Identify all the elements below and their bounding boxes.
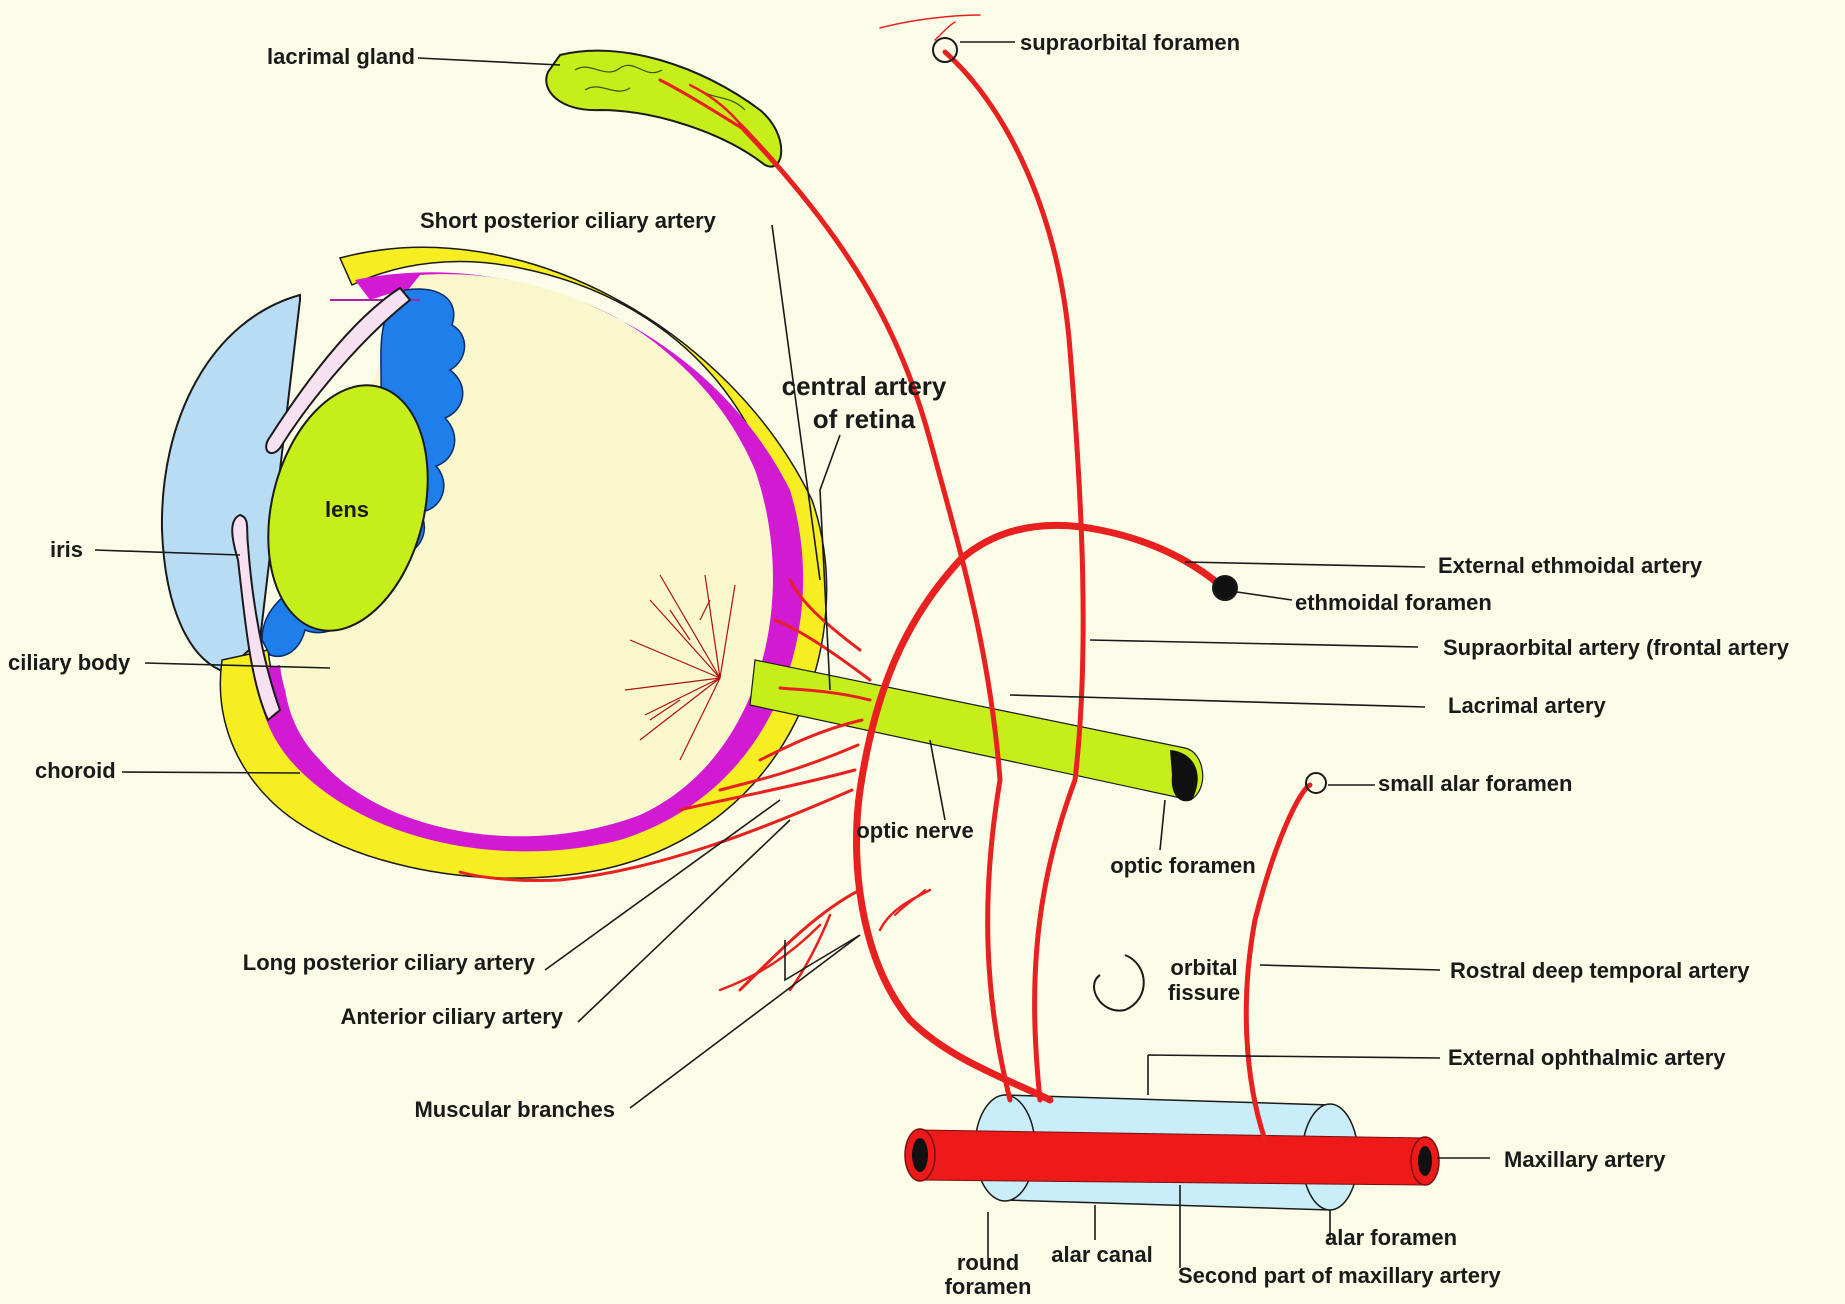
label-orbital-fissure-line1: orbital	[1170, 955, 1237, 980]
label-long-posterior-ciliary-artery: Long posterior ciliary artery	[243, 950, 536, 975]
label-ciliary-body: ciliary body	[8, 650, 131, 675]
label-lens: lens	[325, 497, 369, 522]
label-maxillary-artery: Maxillary artery	[1504, 1147, 1666, 1172]
label-muscular-branches: Muscular branches	[414, 1097, 615, 1122]
label-external-ophthalmic-artery: External ophthalmic artery	[1448, 1045, 1726, 1070]
eyeball	[162, 247, 827, 878]
maxillary-artery	[905, 1129, 1439, 1185]
label-anterior-ciliary-artery: Anterior ciliary artery	[340, 1004, 563, 1029]
label-central-artery-line1: central artery	[782, 371, 947, 401]
label-choroid: choroid	[35, 758, 116, 783]
orbital-fissure-shape	[1094, 955, 1144, 1011]
label-lacrimal-artery: Lacrimal artery	[1448, 693, 1607, 718]
label-central-artery-line2: of retina	[813, 404, 916, 434]
label-supraorbital-artery: Supraorbital artery (frontal artery	[1443, 635, 1790, 660]
label-external-ethmoidal-artery: External ethmoidal artery	[1438, 553, 1703, 578]
label-ethmoidal-foramen: ethmoidal foramen	[1295, 590, 1492, 615]
label-round-foramen-line1: round	[957, 1250, 1019, 1275]
label-optic-foramen: optic foramen	[1110, 853, 1255, 878]
label-alar-canal: alar canal	[1051, 1242, 1153, 1267]
label-orbital-fissure-line2: fissure	[1168, 980, 1240, 1005]
label-small-alar-foramen: small alar foramen	[1378, 771, 1572, 796]
label-iris: iris	[50, 537, 83, 562]
label-supraorbital-foramen: supraorbital foramen	[1020, 30, 1240, 55]
label-rostral-deep-temporal-artery: Rostral deep temporal artery	[1450, 958, 1750, 983]
ethmoidal-foramen-circle	[1213, 576, 1237, 600]
label-second-part-maxillary-artery: Second part of maxillary artery	[1178, 1263, 1502, 1288]
lacrimal-gland	[546, 51, 781, 167]
labels: lacrimal gland supraorbital foramen Shor…	[8, 30, 1790, 1299]
label-lacrimal-gland: lacrimal gland	[267, 44, 415, 69]
label-alar-foramen: alar foramen	[1325, 1225, 1457, 1250]
label-optic-nerve: optic nerve	[856, 818, 973, 843]
label-round-foramen-line2: foramen	[945, 1274, 1032, 1299]
label-short-posterior-ciliary-artery: Short posterior ciliary artery	[420, 208, 717, 233]
